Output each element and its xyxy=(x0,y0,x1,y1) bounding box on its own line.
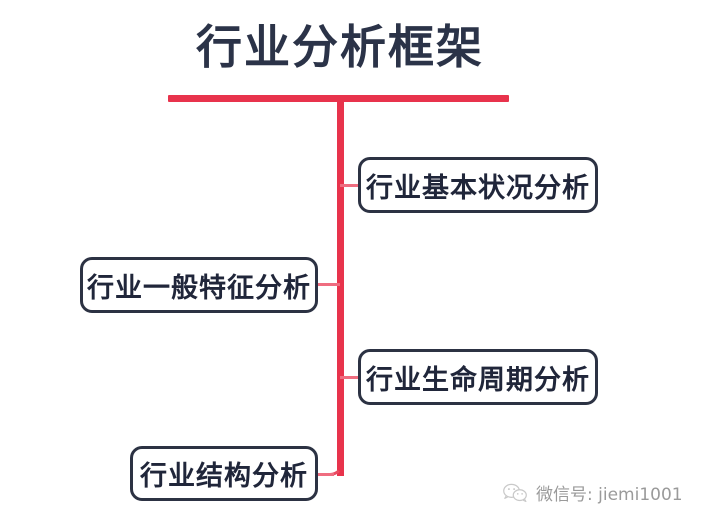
footer-watermark: 微信号: jiemi1001 xyxy=(502,480,683,505)
connector-to-node-4 xyxy=(316,473,334,476)
node-industry-general-features[interactable]: 行业一般特征分析 xyxy=(80,257,318,313)
connector-to-node-3 xyxy=(340,376,360,379)
node-industry-life-cycle[interactable]: 行业生命周期分析 xyxy=(358,349,598,405)
node-industry-structure[interactable]: 行业结构分析 xyxy=(130,446,318,501)
connector-to-node-2 xyxy=(316,283,340,286)
wechat-icon xyxy=(502,482,528,504)
node-industry-basic-status[interactable]: 行业基本状况分析 xyxy=(358,157,598,213)
footer-label: 微信号: jiemi1001 xyxy=(536,485,683,505)
page-title: 行业分析框架 xyxy=(196,20,484,74)
root-red-bar xyxy=(168,95,509,102)
connector-to-node-1 xyxy=(340,184,360,187)
trunk-line xyxy=(337,100,344,476)
